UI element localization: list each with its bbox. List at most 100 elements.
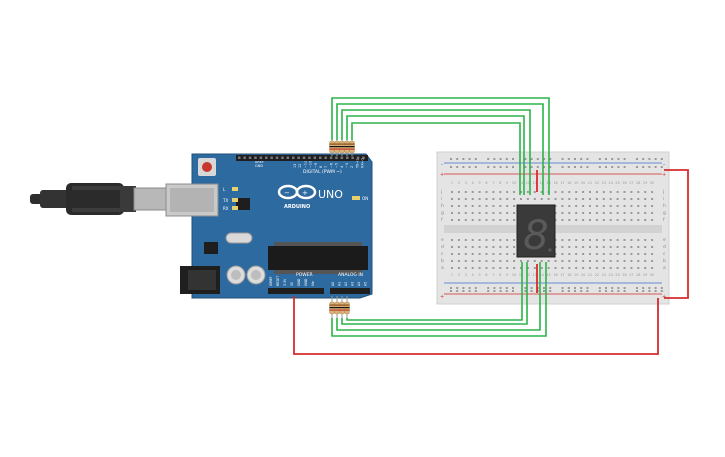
- header-pin[interactable]: [238, 156, 241, 160]
- breadboard-hole[interactable]: [506, 191, 509, 193]
- breadboard-hole[interactable]: [616, 205, 619, 207]
- resistor[interactable]: [344, 296, 350, 320]
- breadboard-hole[interactable]: [602, 246, 605, 248]
- breadboard-hole[interactable]: [554, 267, 557, 269]
- breadboard-hole[interactable]: [605, 158, 607, 160]
- breadboard-hole[interactable]: [457, 267, 460, 269]
- breadboard-hole[interactable]: [582, 260, 585, 262]
- breadboard-hole[interactable]: [561, 191, 564, 193]
- breadboard-hole[interactable]: [598, 287, 601, 289]
- breadboard-hole[interactable]: [589, 267, 591, 269]
- breadboard-hole[interactable]: [630, 253, 633, 255]
- breadboard-hole[interactable]: [457, 191, 460, 193]
- breadboard-hole[interactable]: [561, 287, 564, 289]
- breadboard-hole[interactable]: [524, 287, 527, 289]
- breadboard-hole[interactable]: [530, 158, 533, 160]
- breadboard-hole[interactable]: [595, 212, 598, 214]
- breadboard-hole[interactable]: [616, 253, 619, 255]
- breadboard-hole[interactable]: [575, 191, 578, 193]
- breadboard-hole[interactable]: [575, 267, 578, 269]
- breadboard-hole[interactable]: [595, 260, 598, 262]
- breadboard-hole[interactable]: [549, 287, 552, 289]
- breadboard-hole[interactable]: [530, 287, 533, 289]
- breadboard-hole[interactable]: [524, 290, 527, 292]
- breadboard-hole[interactable]: [623, 260, 626, 262]
- breadboard-hole[interactable]: [464, 253, 467, 255]
- breadboard-hole[interactable]: [567, 290, 570, 292]
- breadboard-hole[interactable]: [471, 260, 474, 262]
- breadboard-hole[interactable]: [450, 287, 452, 289]
- header-pin[interactable]: [248, 156, 252, 160]
- breadboard-hole[interactable]: [493, 287, 496, 289]
- breadboard-hole[interactable]: [520, 260, 522, 262]
- breadboard-hole[interactable]: [589, 253, 591, 255]
- breadboard-hole[interactable]: [568, 198, 571, 200]
- breadboard-hole[interactable]: [561, 205, 564, 207]
- breadboard-hole[interactable]: [567, 287, 570, 289]
- breadboard-hole[interactable]: [609, 191, 612, 193]
- breadboard-hole[interactable]: [586, 287, 589, 289]
- breadboard-hole[interactable]: [464, 246, 467, 248]
- breadboard-hole[interactable]: [636, 287, 638, 289]
- breadboard-hole[interactable]: [568, 191, 571, 193]
- breadboard-hole[interactable]: [595, 198, 598, 200]
- breadboard-hole[interactable]: [492, 198, 495, 200]
- header-pin[interactable]: [329, 156, 333, 160]
- breadboard-hole[interactable]: [574, 166, 576, 168]
- breadboard-hole[interactable]: [644, 198, 647, 200]
- breadboard-hole[interactable]: [609, 267, 612, 269]
- breadboard-hole[interactable]: [637, 212, 640, 214]
- breadboard-hole[interactable]: [561, 212, 564, 214]
- breadboard-hole[interactable]: [492, 246, 495, 248]
- resistor[interactable]: [329, 296, 335, 320]
- breadboard-hole[interactable]: [524, 166, 527, 168]
- breadboard-hole[interactable]: [478, 198, 481, 200]
- breadboard-hole[interactable]: [642, 290, 645, 292]
- breadboard-hole[interactable]: [450, 290, 452, 292]
- header-pin[interactable]: [297, 156, 300, 160]
- breadboard-hole[interactable]: [575, 198, 578, 200]
- breadboard-hole[interactable]: [589, 212, 591, 214]
- breadboard-hole[interactable]: [582, 246, 585, 248]
- breadboard-hole[interactable]: [478, 205, 481, 207]
- breadboard-hole[interactable]: [499, 267, 502, 269]
- seven-segment-display[interactable]: 8: [516, 204, 556, 259]
- breadboard-hole[interactable]: [561, 166, 564, 168]
- breadboard-hole[interactable]: [637, 191, 640, 193]
- breadboard-hole[interactable]: [589, 239, 591, 241]
- breadboard-hole[interactable]: [451, 212, 453, 214]
- breadboard-hole[interactable]: [580, 290, 583, 292]
- breadboard-hole[interactable]: [547, 260, 550, 262]
- breadboard-hole[interactable]: [530, 166, 533, 168]
- breadboard-hole[interactable]: [451, 246, 453, 248]
- breadboard-hole[interactable]: [589, 205, 591, 207]
- breadboard-hole[interactable]: [642, 166, 645, 168]
- breadboard-hole[interactable]: [636, 290, 638, 292]
- resistor[interactable]: [334, 138, 340, 156]
- wire-green[interactable]: [346, 115, 525, 195]
- breadboard-hole[interactable]: [505, 290, 508, 292]
- breadboard-hole[interactable]: [512, 166, 514, 168]
- breadboard-hole[interactable]: [487, 290, 490, 292]
- breadboard-hole[interactable]: [617, 287, 620, 289]
- breadboard-hole[interactable]: [561, 290, 564, 292]
- resistor[interactable]: [349, 138, 355, 156]
- breadboard-hole[interactable]: [623, 198, 626, 200]
- breadboard-hole[interactable]: [589, 191, 591, 193]
- breadboard-hole[interactable]: [651, 219, 654, 221]
- breadboard-hole[interactable]: [493, 290, 496, 292]
- breadboard-hole[interactable]: [499, 239, 502, 241]
- breadboard-hole[interactable]: [616, 198, 619, 200]
- breadboard-hole[interactable]: [630, 191, 633, 193]
- breadboard-hole[interactable]: [623, 219, 626, 221]
- breadboard-hole[interactable]: [457, 239, 460, 241]
- breadboard-hole[interactable]: [575, 205, 578, 207]
- breadboard-hole[interactable]: [474, 287, 477, 289]
- header-pin[interactable]: [346, 156, 349, 160]
- breadboard-hole[interactable]: [547, 267, 550, 269]
- breadboard-hole[interactable]: [464, 267, 467, 269]
- resistor[interactable]: [329, 138, 335, 156]
- breadboard-hole[interactable]: [513, 260, 516, 262]
- breadboard-hole[interactable]: [487, 166, 490, 168]
- breadboard-hole[interactable]: [487, 158, 490, 160]
